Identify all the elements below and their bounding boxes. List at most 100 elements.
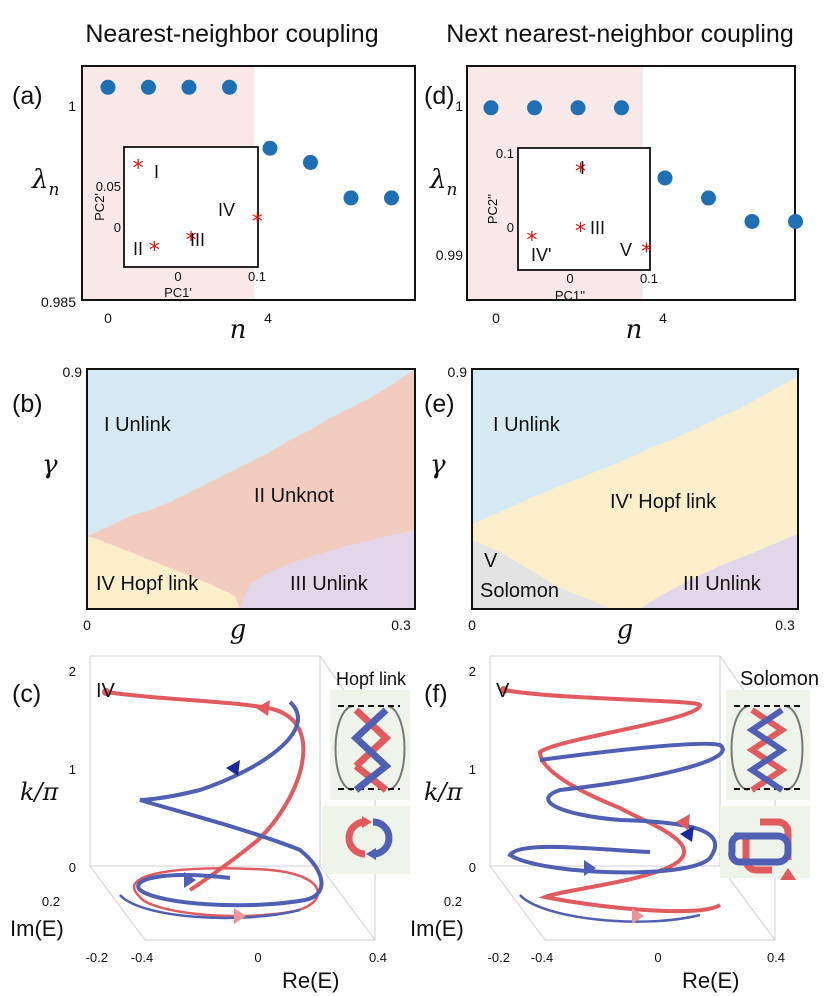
f-braid-icon	[730, 705, 804, 793]
f-arrow-red-up	[676, 814, 690, 830]
c-xtick-0: 0	[254, 950, 261, 965]
f-band-blue-loop	[519, 894, 701, 923]
f-ytick-m02: -0.2	[488, 950, 510, 965]
d-xlabel: n	[626, 315, 643, 345]
a-point-0	[100, 79, 116, 95]
e-region-V	[472, 540, 612, 609]
a-inset-label-III: III	[190, 230, 205, 250]
a-inset-point-3: *	[252, 210, 263, 235]
d-inset-points: ****	[526, 160, 652, 265]
panel-label-a: (a)	[12, 82, 43, 110]
f-arrow-blue-loop	[584, 860, 596, 876]
d-point-1	[527, 100, 542, 116]
f-arrow-blue-up	[680, 826, 694, 842]
f-ytick-02: 0.2	[444, 894, 462, 909]
f-xtick-04: 0.4	[767, 950, 785, 965]
right-column-title: Next nearest-neighbor coupling	[446, 20, 793, 48]
a-point-7	[384, 190, 399, 206]
a-inset-point-1: *	[149, 239, 160, 264]
c-ytick-m02: -0.2	[86, 950, 108, 965]
d-point-4	[657, 170, 673, 186]
d-ytick-099: 0.99	[436, 247, 463, 263]
d-point-3	[614, 100, 629, 116]
panel-label-b: (b)	[12, 390, 43, 418]
c-xlabel: Re(E)	[282, 968, 339, 993]
d-inset-ytick-01: 0.1	[496, 146, 514, 161]
c-arrow-red-up	[256, 700, 270, 716]
b-label-III: III Unlink	[290, 573, 369, 595]
panel-label-e: (e)	[424, 390, 455, 418]
e-label-I: I Unlink	[493, 414, 561, 436]
f-xtick-0: 0	[654, 950, 661, 965]
b-xtick-03: 0.3	[391, 617, 411, 633]
d-inset-point-1: *	[526, 229, 537, 254]
b-label-II: II Unknot	[254, 485, 334, 507]
a-inset-xtick-01: 0.1	[248, 269, 266, 284]
d-ytick-1: 1	[455, 98, 463, 114]
e-region-III	[640, 534, 798, 609]
c-band-red-upper	[105, 690, 306, 892]
f-xtick-m04: -0.4	[531, 950, 553, 965]
a-inset-label-II: II	[133, 239, 143, 259]
c-knot-diagram-bg	[322, 806, 410, 874]
a-inset-ytick-0: 0	[114, 220, 121, 235]
a-inset-label-IV: IV	[218, 200, 235, 220]
d-inset-point-3: *	[641, 240, 652, 265]
c-ztick-2: 2	[69, 664, 76, 679]
a-data-points	[100, 79, 399, 206]
c-knot-label: Hopf link	[336, 669, 407, 689]
a-inset-label-I: I	[154, 162, 159, 182]
a-inset-ylabel: PC2'	[92, 193, 107, 221]
c-zlabel: k/π	[20, 778, 60, 806]
panel-a-eigenvalue-plot: 1 0.985 0 4 n λn **** 0.05 0 0 0.1 PC1' …	[31, 65, 416, 345]
d-inset-label-I: I	[580, 158, 585, 178]
e-xtick-03: 0.3	[775, 617, 795, 633]
c-xtick-m04: -0.4	[131, 950, 153, 965]
d-xtick-0: 0	[492, 310, 500, 326]
c-band-red-loop	[132, 867, 319, 918]
d-inset-frame	[517, 147, 651, 271]
d-point-7	[788, 213, 803, 229]
d-point-0	[483, 100, 499, 116]
f-zlabel: k/π	[424, 778, 464, 806]
e-ytick-09: 0.9	[448, 364, 468, 380]
d-inset-xtick-0: 0	[566, 271, 573, 286]
d-point-6	[744, 213, 760, 229]
b-xlabel: g	[230, 615, 247, 645]
c-ylabel: Im(E)	[10, 916, 64, 941]
f-ztick-1: 1	[469, 762, 476, 777]
d-inset-point-2: *	[575, 219, 586, 244]
e-region-IVp	[472, 376, 798, 609]
a-ytick-1: 1	[68, 98, 76, 114]
f-band-red	[503, 688, 722, 914]
panel-c-3d-band-plot: Hopf link IV 2 1 0 k/π 0.2 -0.2 Im(E) -0…	[10, 655, 410, 993]
d-inset-xlabel: PC1''	[555, 288, 585, 303]
f-knot-label: Solomon	[740, 668, 819, 690]
f-arrow-red-loop	[632, 908, 644, 924]
panel-label-c: (c)	[12, 680, 41, 708]
a-ytick-0985: 0.985	[41, 294, 76, 310]
f-panel-case: V	[496, 680, 510, 702]
b-frame	[86, 368, 416, 610]
d-ylabel: λn	[429, 165, 457, 200]
c-arrow-blue-loop	[184, 872, 196, 888]
c-band-blue-loop	[119, 894, 301, 920]
c-arrow-red-loop	[234, 908, 246, 924]
c-xtick-04: 0.4	[369, 950, 387, 965]
f-ylabel: Im(E)	[410, 916, 464, 941]
f-solomon-icon	[728, 818, 796, 880]
d-inset-ylabel: PC2''	[485, 194, 500, 224]
b-label-IV: IV Hopf link	[96, 573, 199, 595]
b-region-IV	[87, 536, 240, 609]
d-data-points	[483, 100, 803, 229]
a-xlabel: n	[230, 315, 247, 345]
panel-f-3d-band-plot: Solomon V 2 1 0 k/π 0.2 -0.2 Im(E) -0.4 …	[410, 655, 819, 993]
a-inset-xlabel: PC1'	[164, 285, 192, 300]
a-inset-point-0: *	[133, 157, 144, 182]
d-point-5	[701, 190, 716, 206]
e-xtick-0: 0	[468, 617, 476, 633]
c-band-red-start	[102, 688, 110, 696]
